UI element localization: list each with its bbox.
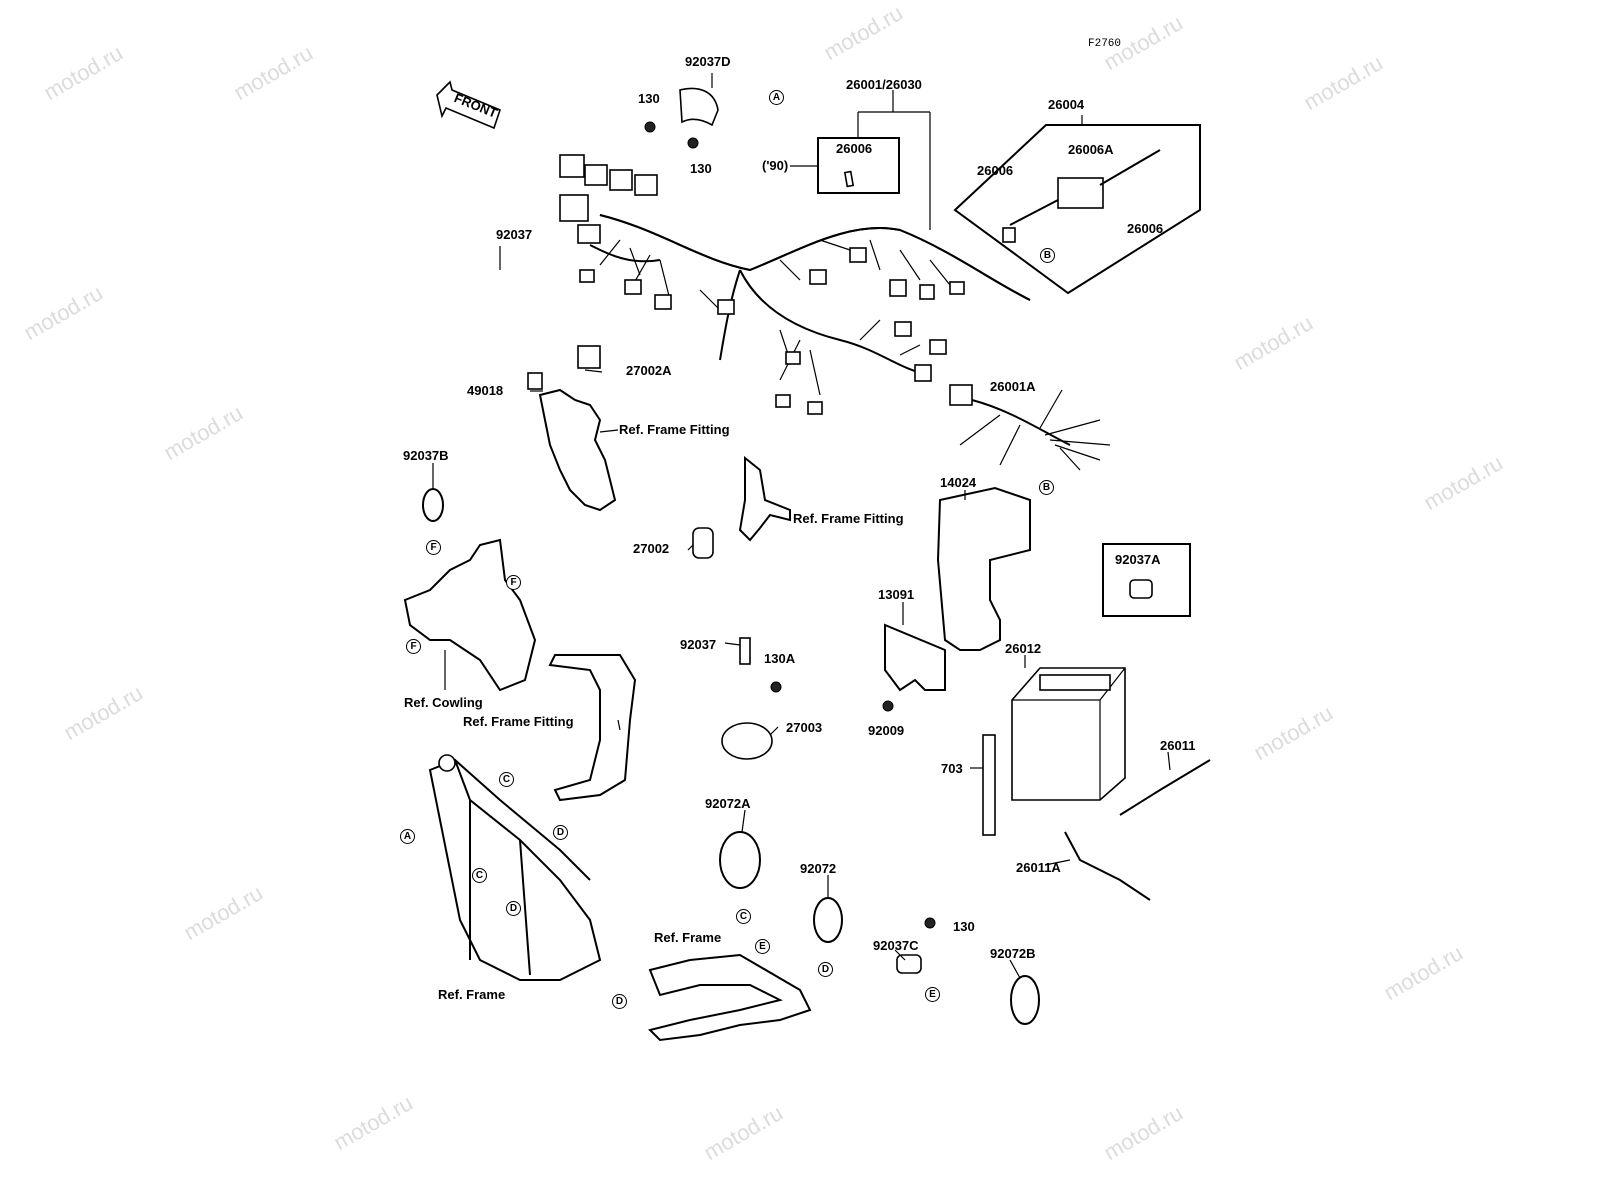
part-92037A [1129, 579, 1153, 599]
callout-92037B: 92037B [403, 448, 449, 463]
marker-F: F [426, 540, 441, 555]
callout-130-b: 130 [690, 161, 712, 176]
callout-90: ('90) [762, 158, 789, 173]
part-26011A-cable [1064, 831, 1151, 901]
callout-49018: 49018 [467, 383, 504, 398]
sub-harness-26001A [949, 384, 1111, 471]
marker-F: F [406, 639, 421, 654]
marker-D: D [818, 962, 833, 977]
callout-92009: 92009 [868, 723, 905, 738]
callout-ref-frame-1: Ref. Frame [654, 930, 722, 945]
callout-92037A: 92037A [1115, 552, 1161, 567]
marker-C: C [472, 868, 487, 883]
callout-26011: 26011 [1160, 738, 1196, 753]
part-26012-battery [1011, 667, 1126, 801]
bracket-49018 [538, 388, 617, 512]
rear-frame [648, 953, 812, 1042]
callout-130-a: 130 [638, 91, 660, 106]
bracket-27002 [738, 455, 791, 542]
part-92072B-band [1010, 975, 1040, 1025]
callout-26011A: 26011A [1016, 860, 1061, 875]
marker-D: D [506, 901, 521, 916]
main-frame [428, 754, 602, 981]
part-92037-tag [739, 637, 751, 665]
callout-26006-right: 26006 [1127, 221, 1164, 236]
marker-C: C [736, 909, 751, 924]
marker-A: A [769, 90, 784, 105]
frame-fitting-bracket [548, 654, 637, 802]
part-27002 [692, 527, 714, 559]
marker-E: E [755, 939, 770, 954]
callout-92037: 92037 [496, 227, 533, 242]
callout-ref-cowling: Ref. Cowling [404, 695, 483, 710]
box-26004 [953, 124, 1201, 295]
callout-26006-box: 26006 [836, 141, 873, 156]
marker-E: E [925, 987, 940, 1002]
callout-ref-frame-2: Ref. Frame [438, 987, 506, 1002]
main-harness [559, 154, 1031, 415]
callout-26012: 26012 [1005, 641, 1042, 656]
part-92072A-band [719, 831, 761, 889]
callout-26001A: 26001A [990, 379, 1036, 394]
callout-27002: 27002 [633, 541, 670, 556]
callout-92072B: 92072B [990, 946, 1036, 961]
box-92037A [1102, 543, 1191, 617]
callout-26006A: 26006A [1068, 142, 1114, 157]
callout-ref-frame-fitting-1: Ref. Frame Fitting [619, 422, 730, 437]
callout-130-c: 130 [953, 919, 975, 934]
callout-27002A: 27002A [626, 363, 672, 378]
cowling-bracket [403, 538, 537, 692]
part-92009-bolt [882, 700, 894, 712]
marker-D: D [553, 825, 568, 840]
part-27003 [721, 722, 773, 760]
callout-26004: 26004 [1048, 97, 1085, 112]
marker-B: B [1039, 480, 1054, 495]
callout-92072: 92072 [800, 861, 837, 876]
callout-130A: 130A [764, 651, 796, 666]
part-14024-cover [936, 486, 1031, 651]
callout-92037-mid: 92037 [680, 637, 717, 652]
part-92037D-clamp [644, 87, 719, 149]
marker-D: D [612, 994, 627, 1009]
part-26011-cable [1119, 759, 1211, 816]
part-49018 [527, 372, 543, 390]
callout-703: 703 [941, 761, 963, 776]
callout-26001-26030: 26001/26030 [846, 77, 922, 92]
callout-13091: 13091 [878, 587, 915, 602]
callout-92072A: 92072A [705, 796, 751, 811]
part-27002A [577, 345, 601, 369]
marker-C: C [499, 772, 514, 787]
callout-ref-frame-fitting-3: Ref. Frame Fitting [463, 714, 574, 729]
callout-92037C: 92037C [873, 938, 919, 953]
callout-ref-frame-fitting-2: Ref. Frame Fitting [793, 511, 904, 526]
callout-26006-left: 26006 [977, 163, 1014, 178]
callout-27003: 27003 [786, 720, 823, 735]
callout-14024: 14024 [940, 475, 977, 490]
marker-A: A [400, 829, 415, 844]
marker-F: F [506, 575, 521, 590]
part-130A-bolt [770, 681, 782, 693]
callout-92037D: 92037D [685, 54, 731, 69]
marker-B: B [1040, 248, 1055, 263]
diagram-ident: F2760 [1088, 38, 1122, 50]
part-13091 [884, 623, 946, 692]
part-92037C [896, 954, 922, 974]
part-130-bolt-c [924, 917, 936, 929]
part-703-tube [982, 734, 996, 836]
leader-lines [432, 73, 1171, 979]
